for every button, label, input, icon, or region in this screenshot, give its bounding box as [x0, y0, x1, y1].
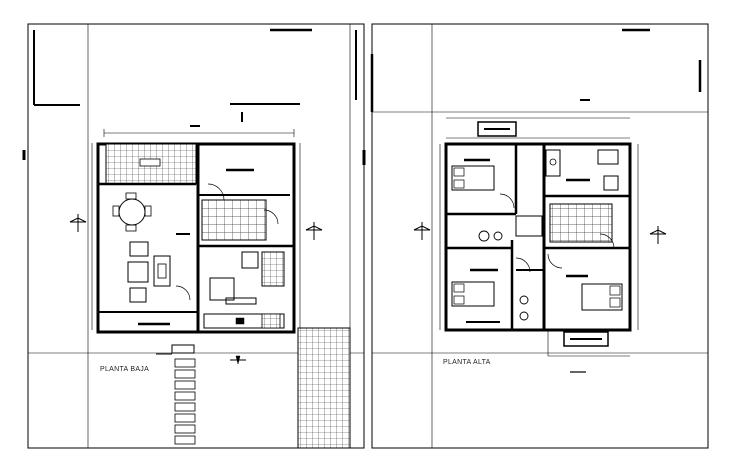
upper-floor-outline [444, 142, 632, 332]
plan-label-planta-baja: PLANTA BAJA [100, 366, 150, 373]
plan-label-planta-alta: PLANTA ALTA [443, 359, 491, 366]
sheet-planta-baja [22, 23, 366, 449]
sheet-frame-left [27, 23, 365, 449]
sheet-planta-alta [370, 23, 709, 449]
sheet-frame-right [371, 23, 709, 449]
